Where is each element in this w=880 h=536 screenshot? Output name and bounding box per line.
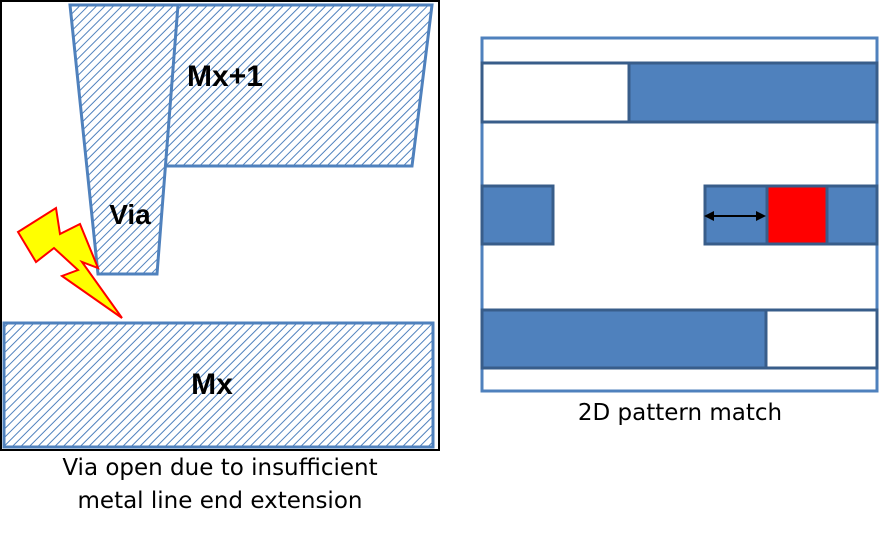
bottom-row-metal [480,308,768,370]
middle-left-metal [480,184,555,246]
highlighted-via [765,184,829,246]
via-label: Via [109,199,151,230]
top-row-metal [627,61,879,124]
via-shape [68,3,180,276]
left-caption-line2: metal line end extension [77,488,363,514]
right-panel [480,36,879,393]
lower-metal-label: Mx [191,368,233,401]
upper-metal-label: Mx+1 [187,60,263,93]
lightning-bolt-icon [16,206,123,319]
double-arrow-icon [704,211,766,221]
left-caption-line1: Via open due to insufficient [62,455,378,481]
left-panel: Mx+1 Via Mx [0,0,440,451]
right-caption: 2D pattern match [577,400,783,426]
left-caption: Via open due to insufficient metal line … [0,452,440,518]
lower-metal-shape [2,321,435,449]
